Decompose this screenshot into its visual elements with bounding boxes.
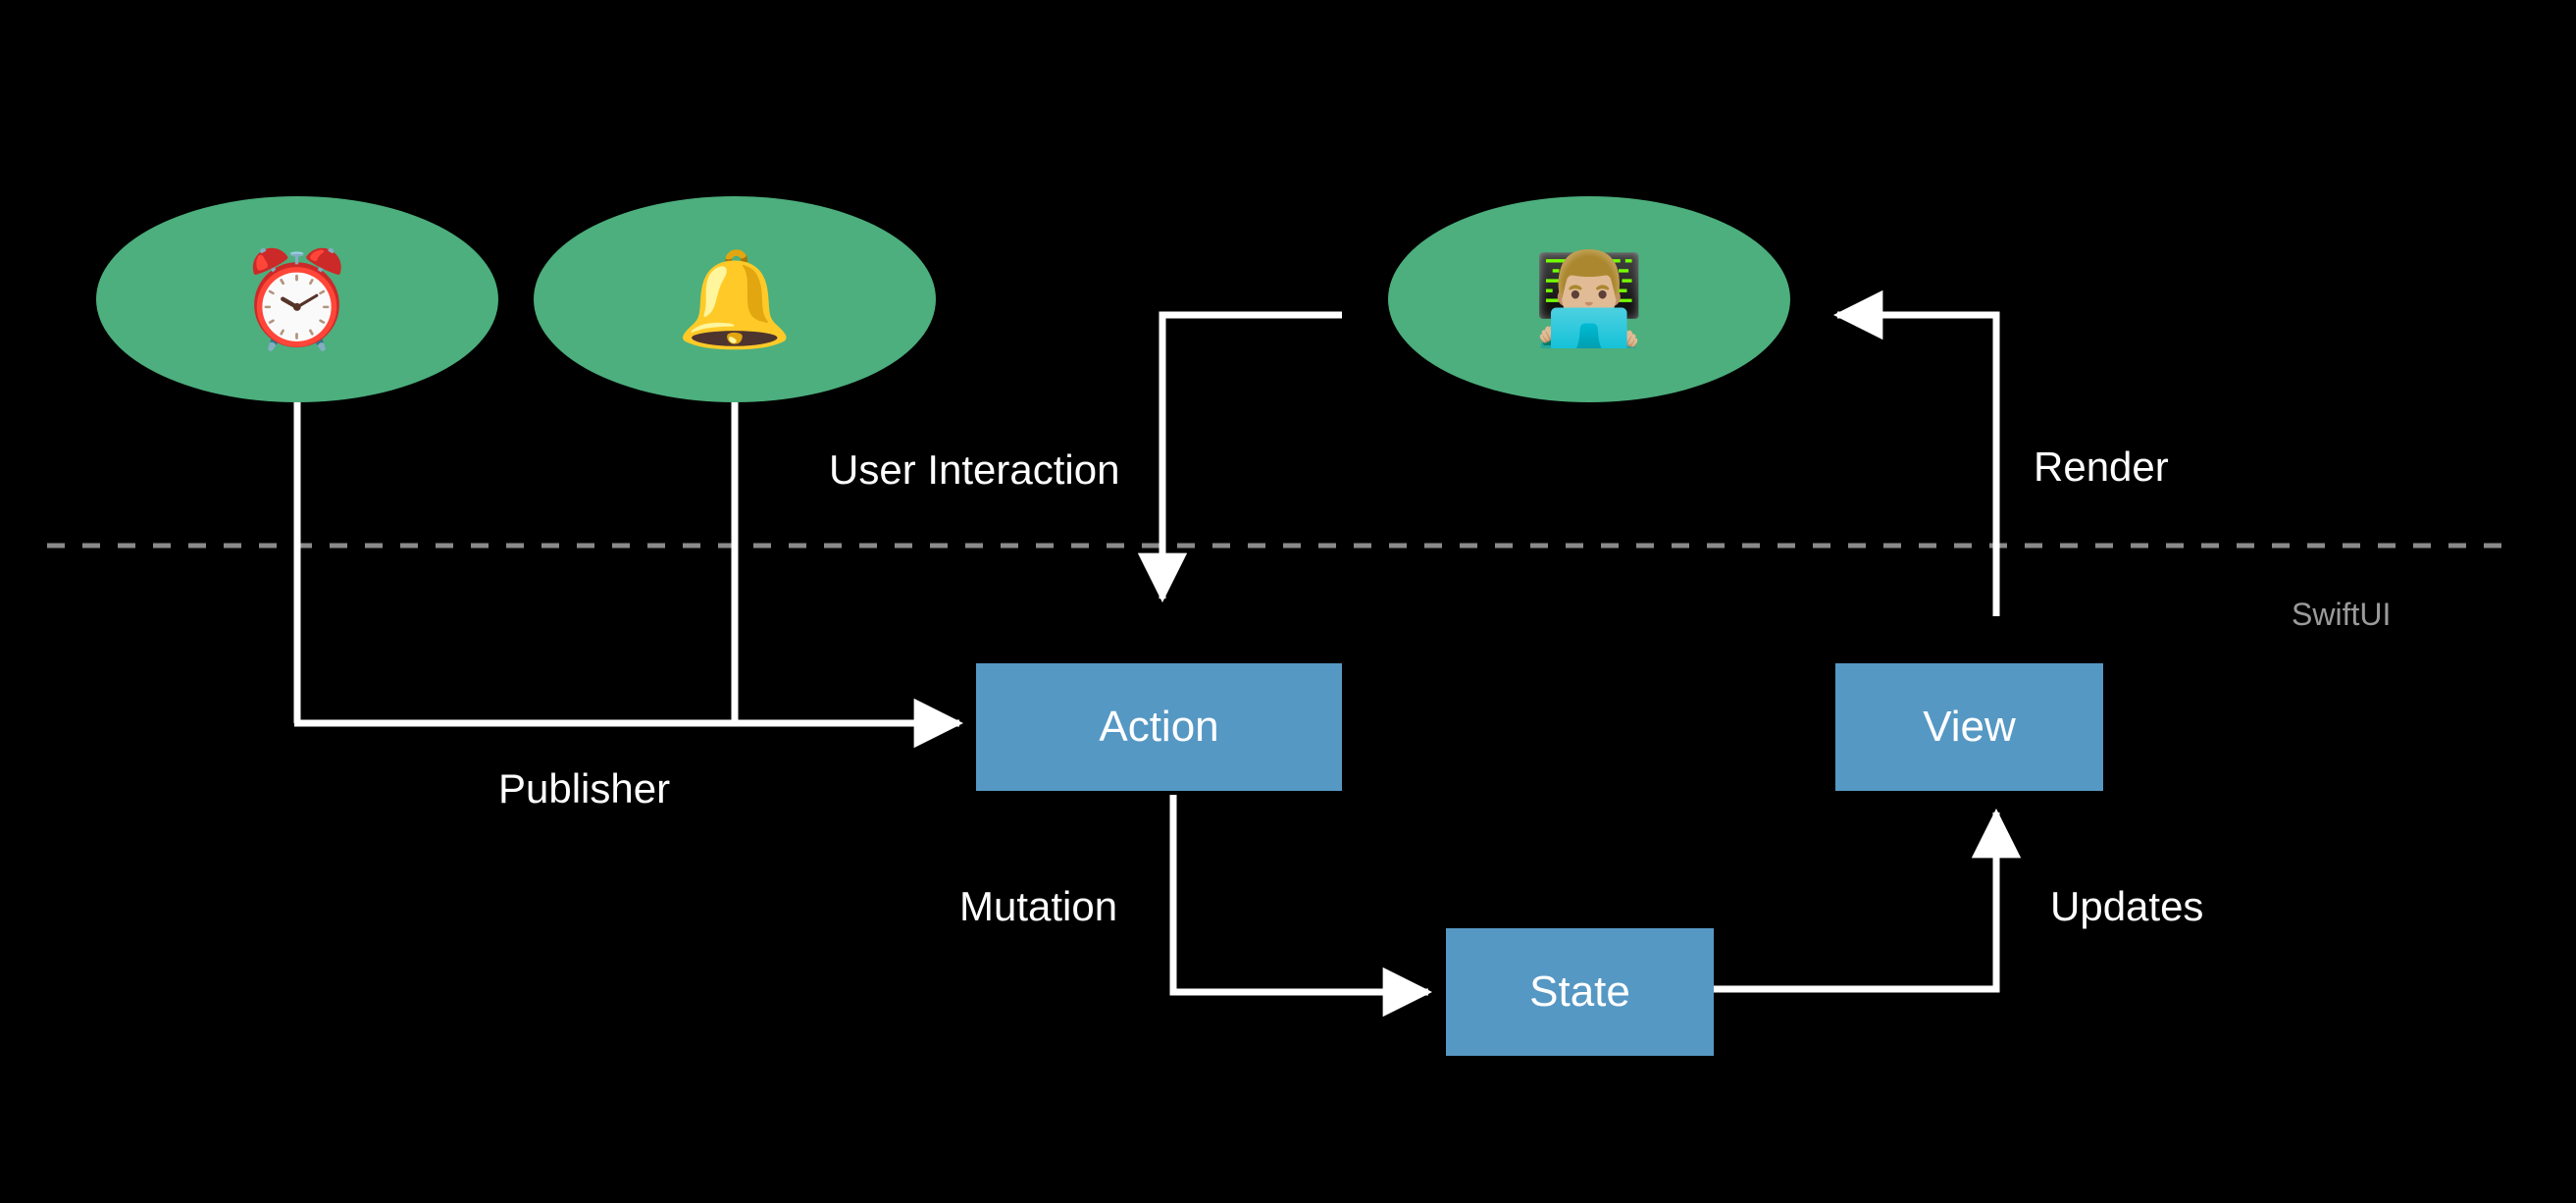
person-with-laptop-icon: 👨🏼‍💻 (1532, 246, 1646, 351)
node-timer[interactable]: ⏰ (96, 196, 498, 402)
box-view[interactable]: View (1835, 663, 2103, 791)
edge-label-user-interaction: User Interaction (829, 446, 1120, 493)
edge-user-interaction (1137, 311, 1342, 603)
box-state-label: State (1529, 968, 1630, 1016)
edge-label-render: Render (2034, 444, 2169, 490)
edge-updates (1714, 808, 2022, 993)
edge-label-publisher: Publisher (498, 765, 671, 811)
box-view-label: View (1923, 703, 2016, 751)
bell-icon: 🔔 (676, 244, 794, 354)
box-action-label: Action (1099, 703, 1219, 751)
node-user[interactable]: 👨🏼‍💻 (1388, 196, 1790, 402)
edge-label-mutation: Mutation (959, 883, 1118, 929)
edge-label-updates: Updates (2050, 883, 2204, 929)
edge-mutation (1169, 795, 1433, 1018)
node-notification[interactable]: 🔔 (534, 196, 936, 402)
swiftui-boundary-label: SwiftUI (2292, 597, 2392, 632)
box-action[interactable]: Action (976, 663, 1342, 791)
alarm-clock-icon: ⏰ (238, 244, 356, 354)
edge-render (1832, 289, 2000, 616)
box-state[interactable]: State (1446, 928, 1714, 1056)
